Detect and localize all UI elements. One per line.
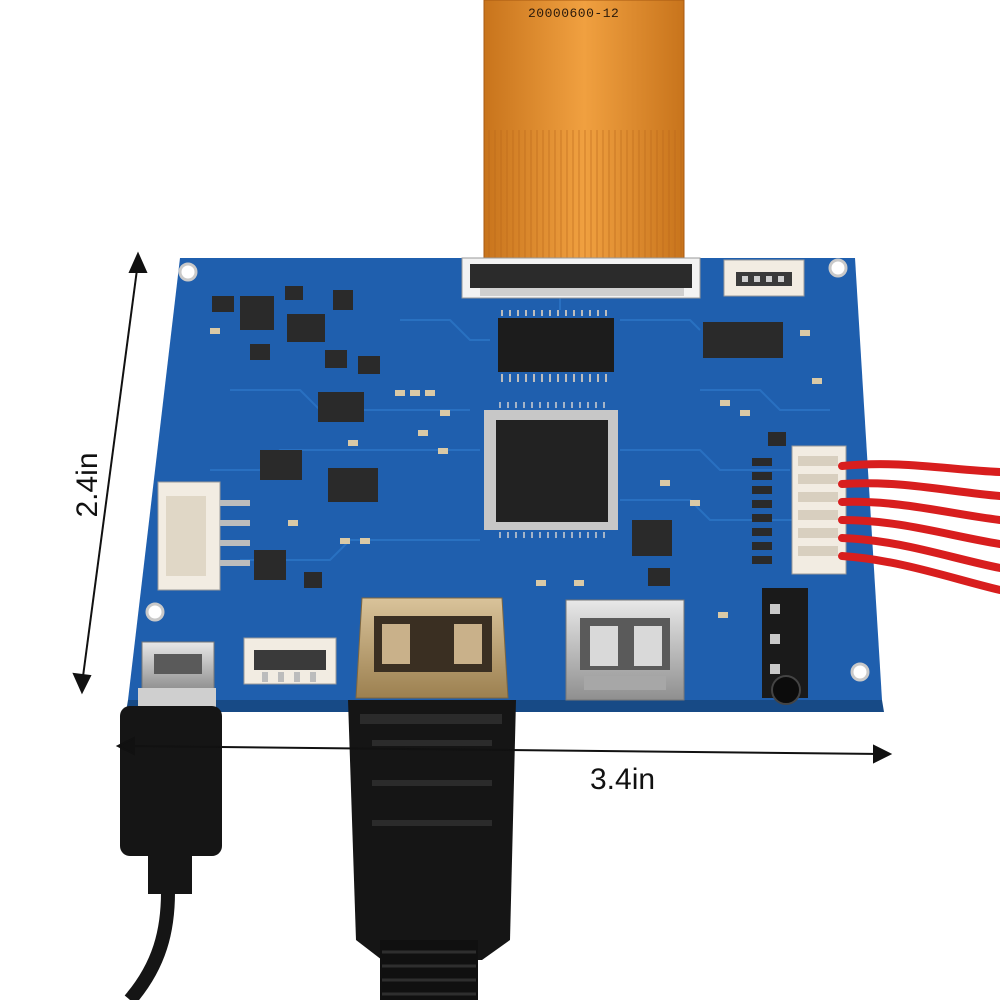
fpc-marking-label: 20000600-12 bbox=[528, 6, 620, 21]
hdmi-cable bbox=[348, 700, 516, 1000]
width-dimension-label: 3.4in bbox=[590, 763, 656, 796]
qfp-processor-chip bbox=[484, 402, 618, 538]
audio-jack bbox=[762, 588, 808, 705]
small-header-connector-bottom bbox=[243, 637, 337, 685]
micro-usb-port bbox=[141, 641, 215, 691]
fpc-ribbon-cable bbox=[483, 0, 685, 263]
hdmi-port bbox=[355, 597, 509, 699]
width-dimension-arrow bbox=[115, 736, 893, 764]
micro-usb-cable bbox=[120, 688, 222, 1000]
tssop-chip bbox=[498, 310, 614, 382]
keypad-connector-right bbox=[791, 445, 847, 575]
small-header-connector-top bbox=[723, 259, 805, 297]
fpc-connector bbox=[461, 257, 701, 299]
power-connector-left bbox=[157, 481, 250, 591]
height-dimension-label: 2.4in bbox=[71, 452, 104, 518]
height-dimension-arrow bbox=[72, 251, 148, 695]
usb-a-port bbox=[565, 599, 685, 701]
red-wire-bundle bbox=[838, 460, 1000, 594]
